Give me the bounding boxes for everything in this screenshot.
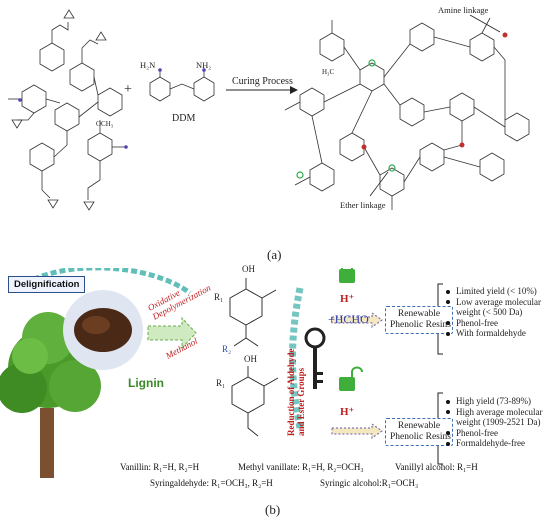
epoxy-monomer-structure: [8, 9, 126, 211]
resin-box-top: Renewable Phenolic Resins: [385, 306, 453, 334]
bullet-item-cont: weight (1909-2521 Da): [456, 417, 541, 428]
hcho-arrow: [331, 312, 383, 328]
bullets-top: Limited yield (< 10%) Low average molecu…: [446, 286, 541, 339]
key-icon: [304, 327, 326, 389]
amine-pointer: [469, 14, 501, 33]
lignin-label: Lignin: [128, 376, 164, 390]
lignin-powder: [63, 290, 143, 370]
amine-n-marker-2: [459, 142, 465, 148]
reduction-arrow: [289, 287, 304, 429]
bullet-item-cont: weight (< 500 Da): [456, 307, 523, 318]
bullet-item: Phenol-free: [446, 428, 542, 439]
r1-label-bottom: R₁: [216, 378, 226, 388]
amine-n-marker: [502, 32, 508, 38]
ether-o-marker-2: [388, 164, 396, 172]
curing-process-label: Curing Process: [232, 76, 293, 87]
bullet-item: With formaldehyde: [446, 328, 541, 339]
bullet-item: High average molecular: [446, 407, 542, 418]
nh2-label: NH₂: [196, 60, 212, 70]
ff-arrow: [331, 423, 383, 439]
lock-open-icon: [339, 366, 363, 391]
cured-network-structure: [284, 17, 530, 210]
ether-o-marker-3: [296, 171, 304, 179]
delignification-label: Delignification: [8, 276, 86, 293]
lock-closed-icon: [339, 268, 355, 283]
aldehyde-structure: [229, 278, 277, 347]
bullet-item: Limited yield (< 10%): [446, 286, 541, 297]
formula-syringic-alcohol: Syringic alcohol:R₁=OCH₃: [320, 478, 419, 488]
amine-linkage-label: Amine linkage: [438, 5, 489, 15]
ether-linkage-label: Ether linkage: [340, 200, 386, 210]
bullet-item: Phenol-free: [446, 318, 541, 329]
oxidative-arrow: [147, 316, 197, 350]
alcohol-structure: [231, 366, 279, 437]
bullet-item: Low average molecular: [446, 297, 541, 308]
ether-pointer: [369, 171, 389, 197]
panel-b-caption: (b): [265, 502, 281, 517]
oh-label-bottom: OH: [244, 354, 257, 364]
formula-vanillin: Vanillin: R₁=H, R₂=H: [120, 462, 200, 472]
bullets-bottom: High yield (73-89%) High average molecul…: [446, 396, 542, 449]
h-plus-top: H⁺: [340, 293, 355, 305]
formula-syringaldehyde: Syringaldehyde: R₁=OCH₃, R₂=H: [150, 478, 273, 488]
bullet-item: High yield (73-89%): [446, 396, 542, 407]
ddm-structure: [149, 70, 215, 102]
r2-label: R₂: [222, 344, 232, 354]
h-plus-bottom: H⁺: [340, 406, 355, 418]
h3c-label: H₃C: [322, 68, 335, 76]
ddm-label: DDM: [172, 113, 196, 124]
h2n-label: H₂N: [140, 60, 156, 70]
bullet-item: Formaldehyde-free: [446, 438, 542, 449]
reduction-label: Reduction of Aldehyde and Ester Groups: [286, 348, 306, 436]
formula-methyl-vanillate: Methyl vanillate: R₁=H, R₂=OCH₃: [238, 462, 364, 472]
formula-vanillyl-alcohol: Vanillyl alcohol: R₁=H: [395, 462, 478, 472]
panel-a-structures: [8, 9, 530, 211]
panel-a-caption: (a): [267, 247, 282, 262]
r1-label-top: R₁: [214, 292, 224, 302]
plus-sign: +: [124, 82, 132, 97]
oh-label-top: OH: [242, 264, 255, 274]
och3-label: OCH₃: [96, 120, 114, 128]
amine-n-marker-3: [361, 144, 367, 150]
ether-o-marker: [368, 59, 376, 67]
hcho-label: +HCHO: [328, 312, 369, 326]
resin-box-bottom: Renewable Phenolic Resins: [385, 418, 453, 446]
